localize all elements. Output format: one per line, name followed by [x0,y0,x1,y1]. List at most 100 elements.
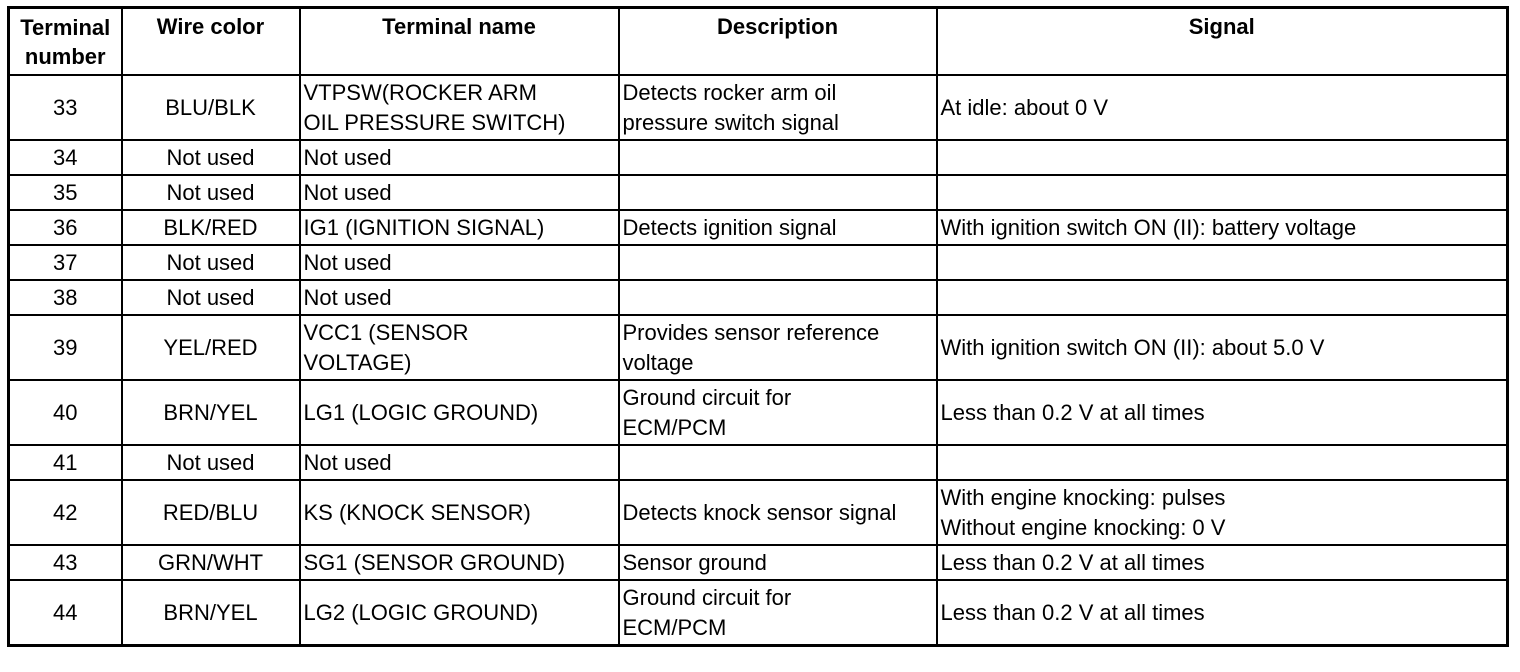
wire-color-cell: RED/BLU [120,479,301,546]
description-line: Detects rocker arm oil [622,79,837,105]
description-line: Provides sensor reference [622,319,880,345]
signal-cell: Less than 0.2 V at all times [935,579,1509,647]
wire-color-cell: Not used [120,444,301,481]
terminal-name-line: OIL PRESSURE SWITCH) [303,109,566,135]
terminal-name-cell: IG1 (IGNITION SIGNAL) [298,209,620,246]
terminal-name-line: Not used [303,179,392,205]
terminal-name-line: VTPSW(ROCKER ARM [303,79,537,105]
signal-line: Less than 0.2 V at all times [940,399,1205,425]
description-cell [617,174,938,211]
description-cell: Detects rocker arm oil pressure switch si… [617,74,938,141]
wire-color-cell: Not used [120,174,301,211]
description-cell: Provides sensor reference voltage [617,314,938,381]
terminal-number-cell: 38 [7,279,123,316]
signal-line: With engine knocking: pulses [940,484,1226,510]
header-terminal-name: Terminal name [298,6,620,76]
signal-line: With ignition switch ON (II): battery vo… [940,214,1357,240]
wire-color-cell: Not used [120,244,301,281]
terminal-number-cell: 44 [7,579,123,647]
signal-cell [935,279,1509,316]
description-line: voltage [622,349,694,375]
signal-line: Less than 0.2 V at all times [940,599,1205,625]
terminal-name-line: IG1 (IGNITION SIGNAL) [303,214,545,240]
terminal-number-cell: 37 [7,244,123,281]
header-terminal-number: Terminal number [7,6,123,76]
terminal-name-cell: Not used [298,279,620,316]
signal-cell: With ignition switch ON (II): battery vo… [935,209,1509,246]
description-line: Ground circuit for [622,584,792,610]
terminal-number-cell: 39 [7,314,123,381]
terminal-number-cell: 42 [7,479,123,546]
description-line: Sensor ground [622,549,767,575]
signal-cell: At idle: about 0 V [935,74,1509,141]
terminal-name-line: VCC1 (SENSOR [303,319,469,345]
signal-cell [935,244,1509,281]
description-line: pressure switch signal [622,109,839,135]
signal-line: At idle: about 0 V [940,94,1109,120]
header-signal: Signal [935,6,1509,76]
signal-cell: Less than 0.2 V at all times [935,379,1509,446]
terminal-name-cell: Not used [298,244,620,281]
signal-cell [935,139,1509,176]
signal-line: Without engine knocking: 0 V [940,514,1226,540]
wire-color-cell: Not used [120,279,301,316]
terminal-name-line: KS (KNOCK SENSOR) [303,499,531,525]
wire-color-cell: GRN/WHT [120,544,301,581]
terminal-name-line: VOLTAGE) [303,349,412,375]
wire-color-cell: Not used [120,139,301,176]
signal-cell [935,174,1509,211]
terminal-name-cell: SG1 (SENSOR GROUND) [298,544,620,581]
description-cell: Detects ignition signal [617,209,938,246]
description-cell [617,279,938,316]
terminal-name-line: LG1 (LOGIC GROUND) [303,399,539,425]
description-cell [617,244,938,281]
description-cell [617,444,938,481]
terminal-name-cell: LG1 (LOGIC GROUND) [298,379,620,446]
wire-color-cell: BRN/YEL [120,579,301,647]
terminal-name-cell: Not used [298,139,620,176]
terminal-number-cell: 43 [7,544,123,581]
terminal-name-line: Not used [303,249,392,275]
description-cell [617,139,938,176]
terminal-name-line: Not used [303,284,392,310]
terminal-name-line: LG2 (LOGIC GROUND) [303,599,539,625]
description-cell: Sensor ground [617,544,938,581]
terminal-number-cell: 34 [7,139,123,176]
terminal-name-line: SG1 (SENSOR GROUND) [303,549,566,575]
signal-cell [935,444,1509,481]
signal-cell: With ignition switch ON (II): about 5.0 … [935,314,1509,381]
wire-color-cell: YEL/RED [120,314,301,381]
wire-color-cell: BLU/BLK [120,74,301,141]
terminal-name-cell: Not used [298,174,620,211]
wire-color-cell: BRN/YEL [120,379,301,446]
header-wire-color: Wire color [120,6,301,76]
wire-color-cell: BLK/RED [120,209,301,246]
description-line: Detects knock sensor signal [622,499,897,525]
terminal-name-cell: VTPSW(ROCKER ARM OIL PRESSURE SWITCH) [298,74,620,141]
description-line: Detects ignition signal [622,214,837,240]
terminal-number-cell: 36 [7,209,123,246]
terminal-name-line: Not used [303,144,392,170]
terminal-name-cell: KS (KNOCK SENSOR) [298,479,620,546]
description-line: ECM/PCM [622,614,727,640]
description-line: ECM/PCM [622,414,727,440]
terminal-name-cell: LG2 (LOGIC GROUND) [298,579,620,647]
signal-line: Less than 0.2 V at all times [940,549,1205,575]
terminal-name-line: Not used [303,449,392,475]
terminal-number-cell: 35 [7,174,123,211]
description-line: Ground circuit for [622,384,792,410]
terminal-number-cell: 33 [7,74,123,141]
